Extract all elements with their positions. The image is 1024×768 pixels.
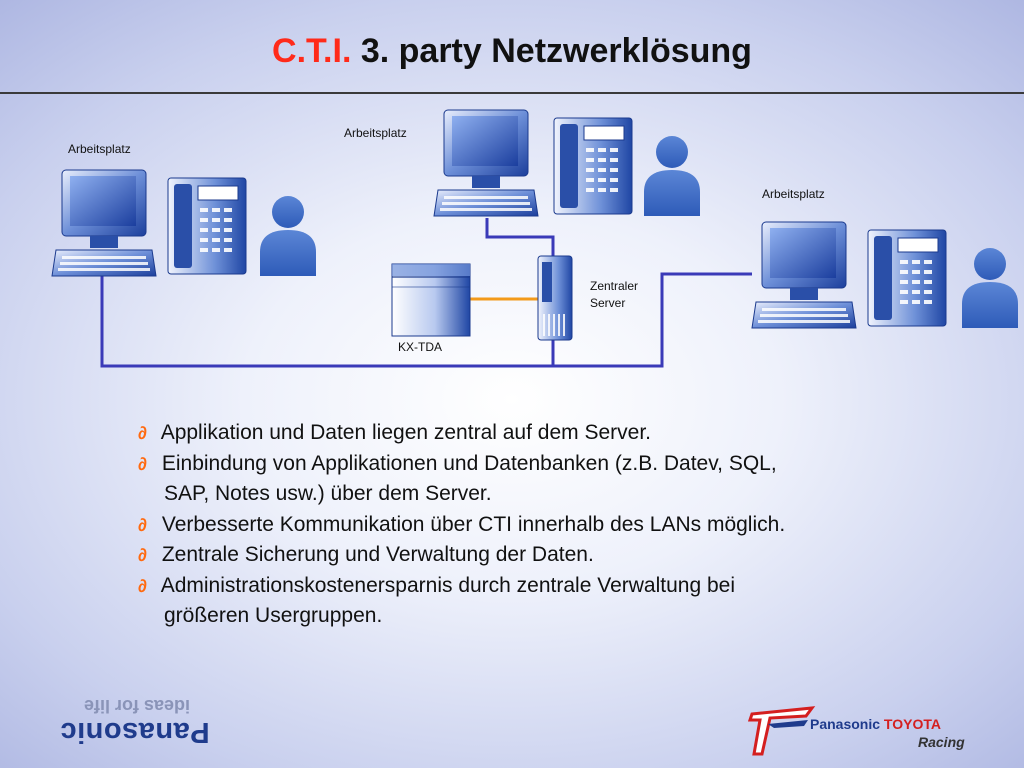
person-icon bbox=[260, 196, 316, 276]
network-diagram bbox=[51, 109, 1018, 368]
racing-brand-panasonic: Panasonic bbox=[810, 716, 881, 732]
panasonic-tagline: ideas for life bbox=[84, 696, 191, 716]
bullet-item: ∂ Verbesserte Kommunikation über CTI inn… bbox=[138, 510, 978, 541]
bullet-icon: ∂ bbox=[138, 575, 147, 596]
person-icon bbox=[962, 248, 1018, 328]
label-server-line2: Server bbox=[590, 296, 626, 310]
racing-emblem-icon bbox=[748, 706, 816, 756]
bullet-continuation: SAP, Notes usw.) über dem Server. bbox=[164, 482, 492, 505]
bullet-list: ∂ Applikation und Daten liegen zentral a… bbox=[138, 418, 978, 632]
bullet-icon: ∂ bbox=[138, 545, 147, 565]
phone-icon bbox=[167, 177, 247, 275]
label-workstation-top: Arbeitsplatz bbox=[344, 126, 407, 140]
racing-subtitle: Racing bbox=[918, 734, 965, 750]
workstation-right bbox=[751, 221, 1018, 329]
bullet-icon: ∂ bbox=[138, 514, 147, 535]
label-pbx: KX-TDA bbox=[398, 340, 443, 354]
bullet-item: ∂ Zentrale Sicherung und Verwaltung der … bbox=[138, 540, 978, 571]
bullet-text: Applikation und Daten liegen zentral auf… bbox=[160, 421, 651, 444]
racing-brand-toyota: TOYOTA bbox=[883, 716, 941, 732]
pbx-icon bbox=[391, 263, 471, 337]
bullet-item: ∂ Einbindung von Applikationen und Daten… bbox=[138, 449, 978, 480]
bullet-continuation: größeren Usergruppen. bbox=[164, 604, 383, 627]
bullet-text: Administrationskostenersparnis durch zen… bbox=[160, 573, 735, 597]
bullet-text: Zentrale Sicherung und Verwaltung der Da… bbox=[161, 543, 594, 566]
bullet-icon: ∂ bbox=[138, 423, 147, 443]
line-top-workstation bbox=[485, 218, 555, 258]
label-server-line1: Zentraler bbox=[590, 279, 639, 293]
panasonic-logo: ideas for life Panasonic bbox=[60, 695, 220, 755]
line-left-workstation bbox=[100, 272, 752, 368]
computer-icon bbox=[751, 221, 857, 329]
racing-logo: Panasonic TOYOTA Racing bbox=[748, 700, 1008, 760]
label-workstation-right: Arbeitsplatz bbox=[762, 187, 825, 201]
racing-brand: Panasonic TOYOTA bbox=[810, 716, 941, 732]
title-prefix: C.T.I. bbox=[272, 32, 352, 70]
workstation-left bbox=[51, 169, 316, 277]
bullet-text: Verbesserte Kommunikation über CTI inner… bbox=[161, 512, 786, 536]
bullet-item: ∂ Administrationskostenersparnis durch z… bbox=[138, 571, 978, 602]
workstation-top bbox=[433, 109, 700, 217]
label-workstation-left: Arbeitsplatz bbox=[68, 142, 131, 156]
title-main: 3. party Netzwerklösung bbox=[360, 32, 752, 70]
server-icon bbox=[537, 255, 573, 341]
network-lines bbox=[100, 218, 752, 368]
phone-icon bbox=[867, 229, 947, 327]
computer-icon bbox=[433, 109, 539, 217]
bullet-text: Einbindung von Applikationen und Datenba… bbox=[161, 451, 777, 475]
title-divider bbox=[0, 92, 1024, 94]
person-icon bbox=[644, 136, 700, 216]
bullet-icon: ∂ bbox=[138, 453, 147, 474]
page-title: C.T.I. 3. party Netzwerklösung bbox=[0, 32, 1024, 71]
panasonic-wordmark: Panasonic bbox=[60, 716, 210, 748]
computer-icon bbox=[51, 169, 157, 277]
phone-icon bbox=[553, 117, 633, 215]
bullet-item: ∂ Applikation und Daten liegen zentral a… bbox=[138, 418, 978, 449]
